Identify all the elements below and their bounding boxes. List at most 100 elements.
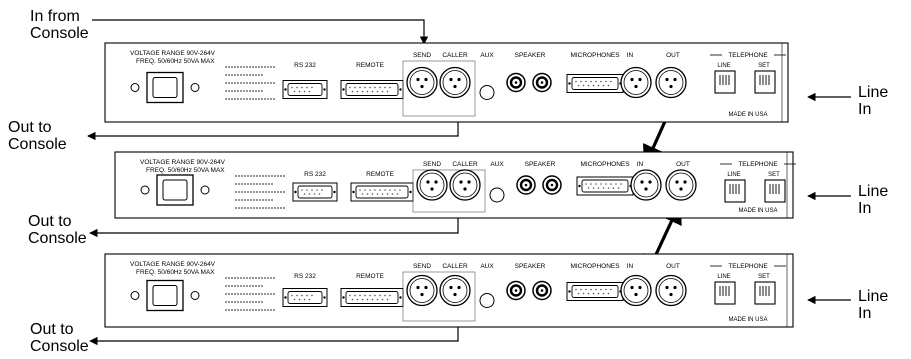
microphones-port	[566, 74, 624, 93]
speaker-rca-left	[516, 175, 536, 195]
in-label: IN	[627, 52, 634, 59]
rs232-port	[292, 182, 338, 202]
aux-label: AUX	[480, 263, 494, 270]
aux-jack	[489, 187, 505, 203]
in-from-console-line	[92, 19, 429, 45]
set-label: SET	[758, 274, 770, 280]
rs232-label: RS 232	[294, 62, 316, 69]
out-xlr-jack	[655, 66, 687, 99]
in-xlr-jack	[630, 169, 662, 201]
in-label: IN	[627, 263, 634, 270]
speaker-rca-right	[542, 175, 562, 195]
caller-label: CALLER	[452, 161, 478, 168]
made-in-label: MADE IN USA	[728, 317, 767, 323]
remote-port	[340, 80, 404, 99]
telephone-set-jack	[754, 281, 776, 305]
mounting-screw	[190, 83, 200, 92]
line-label: LINE	[727, 172, 740, 178]
speaker-label: SPEAKER	[515, 263, 546, 270]
aux-label: AUX	[480, 52, 494, 59]
remote-label: REMOTE	[366, 171, 394, 178]
out-label: OUT	[676, 161, 690, 168]
rs232-label: RS 232	[304, 171, 326, 178]
telephone-line-jack	[714, 70, 736, 94]
out-to-console-line-2	[89, 218, 459, 238]
send-xlr-jack	[406, 66, 438, 99]
telephone-line-jack	[714, 281, 736, 305]
out-to-console-line-3	[89, 327, 459, 346]
out-to-console-line-1	[87, 122, 459, 141]
made-in-label: MADE IN USA	[728, 112, 767, 118]
speaker-rca-left	[506, 72, 526, 93]
microphones-port	[576, 176, 634, 196]
mounting-screw	[140, 185, 150, 195]
rs232-port	[282, 288, 328, 307]
microphones-label: MICROPHONES	[570, 52, 620, 59]
caller-xlr-jack	[439, 66, 471, 99]
out-label: OUT	[666, 52, 680, 59]
send-xlr-jack	[416, 169, 448, 201]
in-label: IN	[637, 161, 644, 168]
telephone-line-jack	[724, 179, 746, 203]
send-xlr-jack	[406, 274, 438, 307]
made-in-label: MADE IN USA	[738, 208, 777, 214]
caller-label: CALLER	[442, 52, 468, 59]
signal-lines	[87, 19, 851, 346]
speaker-label: SPEAKER	[525, 161, 556, 168]
frequency-text: FREQ. 50/60Hz 50VA MAX	[136, 269, 215, 276]
voltage-range-text: VOLTAGE RANGE 90V-264V	[140, 159, 226, 166]
caller-xlr-jack	[439, 274, 471, 307]
speaker-rca-left	[506, 280, 526, 301]
out-xlr-jack	[665, 169, 697, 201]
out-xlr-jack	[655, 274, 687, 307]
send-label: SEND	[413, 263, 431, 270]
voltage-range-text: VOLTAGE RANGE 90V-264V	[130, 50, 216, 57]
remote-port	[340, 288, 404, 307]
frequency-text: FREQ. 50/60Hz 50VA MAX	[146, 167, 225, 174]
send-label: SEND	[413, 52, 431, 59]
microphones-label: MICROPHONES	[570, 263, 620, 270]
mounting-screw	[130, 291, 140, 300]
frequency-text: FREQ. 50/60Hz 50VA MAX	[136, 58, 215, 65]
mounting-screw	[130, 83, 140, 92]
aux-jack	[479, 293, 495, 308]
telephone-label: TELEPHONE	[738, 161, 778, 168]
line-label: LINE	[717, 274, 730, 280]
caller-label: CALLER	[442, 263, 468, 270]
speaker-rca-right	[532, 72, 552, 93]
speaker-rca-right	[532, 280, 552, 301]
aux-jack	[479, 85, 495, 100]
speaker-label: SPEAKER	[515, 52, 546, 59]
mounting-screw	[190, 291, 200, 300]
out-label: OUT	[666, 263, 680, 270]
voltage-range-text: VOLTAGE RANGE 90V-264V	[130, 261, 216, 268]
microphones-label: MICROPHONES	[580, 161, 630, 168]
remote-label: REMOTE	[356, 273, 384, 280]
remote-label: REMOTE	[356, 62, 384, 69]
rs232-port	[282, 80, 328, 99]
in-xlr-jack	[620, 274, 652, 307]
telephone-set-jack	[764, 179, 786, 203]
remote-port	[350, 182, 414, 202]
in-xlr-jack	[620, 66, 652, 99]
mounting-screw	[200, 185, 210, 195]
telephone-label: TELEPHONE	[728, 52, 768, 59]
rs232-label: RS 232	[294, 273, 316, 280]
line-label: LINE	[717, 63, 730, 69]
send-label: SEND	[423, 161, 441, 168]
set-label: SET	[768, 172, 780, 178]
telephone-set-jack	[754, 70, 776, 94]
